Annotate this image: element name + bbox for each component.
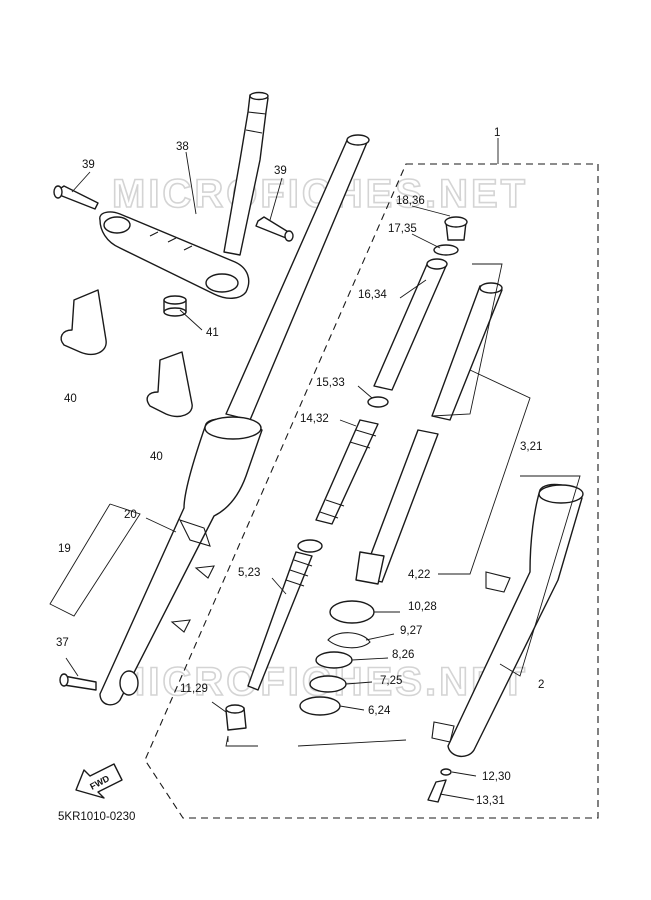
right-outer-tube-2 xyxy=(431,483,584,757)
fork-guard-40-a xyxy=(60,289,107,356)
callout-40-a: 40 xyxy=(64,393,77,405)
callout-9-27: 9,27 xyxy=(400,625,422,637)
callout-41: 41 xyxy=(206,327,219,339)
bolt-39-left xyxy=(53,185,99,210)
callout-20: 20 xyxy=(124,509,137,521)
washer-15-33 xyxy=(367,396,389,408)
inner-tube-4-22 xyxy=(355,282,503,585)
callout-40-b: 40 xyxy=(150,451,163,463)
circlip-9-27 xyxy=(327,632,371,649)
steering-stem-under-bracket xyxy=(99,91,269,299)
callout-10-28: 10,28 xyxy=(408,601,437,613)
callout-12-30: 12,30 xyxy=(482,771,511,783)
bolt-37 xyxy=(59,673,97,691)
drain-bolt-13-31 xyxy=(427,779,447,803)
fwd-arrow-icon: FWD xyxy=(75,763,123,799)
collar-41 xyxy=(163,295,187,317)
callout-39-right: 39 xyxy=(274,165,287,177)
callout-8-26: 8,26 xyxy=(392,649,414,661)
fork-spring-14-32 xyxy=(315,419,379,525)
oil-seal-10-28 xyxy=(329,600,375,624)
bushing-6-24 xyxy=(299,696,341,716)
assembly-boundary xyxy=(144,163,599,819)
callout-3-21: 3,21 xyxy=(520,441,542,453)
callout-18-36: 18,36 xyxy=(396,195,425,207)
callout-15-33: 15,33 xyxy=(316,377,345,389)
washer-12-30 xyxy=(440,768,452,776)
watermark-bottom: MICROFICHES.NET xyxy=(112,660,528,704)
callout-37: 37 xyxy=(56,637,69,649)
bushing-7-25 xyxy=(309,675,347,693)
callout-14-32: 14,32 xyxy=(300,413,329,425)
spacer-16-34 xyxy=(373,258,448,391)
callout-4-22: 4,22 xyxy=(408,569,430,581)
callout-17-35: 17,35 xyxy=(388,223,417,235)
callout-39-left: 39 xyxy=(82,159,95,171)
callout-7-25: 7,25 xyxy=(380,675,402,687)
diagram-code: 5KR1010-0230 xyxy=(58,811,135,823)
oil-lock-piece-11-29 xyxy=(225,704,247,731)
watermark-top: MICROFICHES.NET xyxy=(112,172,528,216)
callout-1: 1 xyxy=(494,127,500,139)
callout-19: 19 xyxy=(58,543,71,555)
callout-16-34: 16,34 xyxy=(358,289,387,301)
callout-5-23: 5,23 xyxy=(238,567,260,579)
washer-8-26 xyxy=(315,651,353,669)
left-fork-outer-tube-20 xyxy=(99,416,263,706)
bolt-39-right xyxy=(255,216,294,242)
callout-2: 2 xyxy=(538,679,544,691)
callout-13-31: 13,31 xyxy=(476,795,505,807)
callout-38: 38 xyxy=(176,141,189,153)
cap-bolt-18-36 xyxy=(444,216,468,241)
fork-guard-40-b xyxy=(146,351,193,418)
damper-rod-5-23 xyxy=(247,539,323,691)
leader-lines xyxy=(49,138,581,801)
callout-6-24: 6,24 xyxy=(368,705,391,717)
callout-11-29: 11,29 xyxy=(180,683,208,695)
